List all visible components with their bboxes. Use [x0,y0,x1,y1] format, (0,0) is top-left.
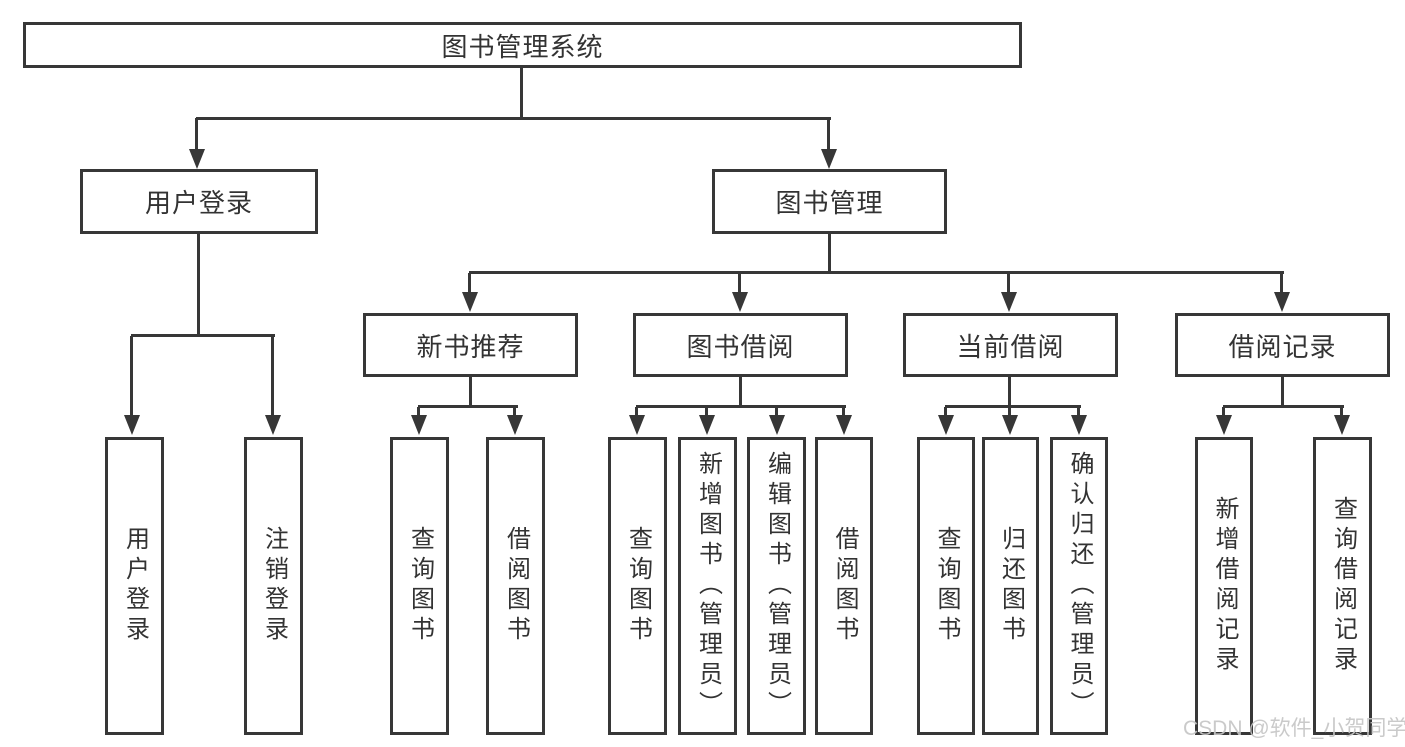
connector-arrow-down [124,336,140,435]
connector-line [636,405,846,408]
connector-arrow-down [265,336,281,435]
leaf-query-books-current: 查询图书 [917,437,975,735]
connector-arrow-down [629,407,645,435]
leaf-query-borrow-record: 查询借阅记录 [1313,437,1372,735]
leaf-borrow-books: 借阅图书 [815,437,873,735]
leaf-confirm-return-admin: 确认归还（管理员） [1050,437,1108,735]
connector-arrow-down [821,118,837,169]
node-current-borrow: 当前借阅 [903,313,1118,377]
node-new-book-recommend: 新书推荐 [363,313,578,377]
connector-arrow-down [1071,407,1087,435]
connector-line [418,405,518,408]
connector-line [469,377,472,408]
leaf-user-login: 用户登录 [105,437,164,735]
connector-arrow-down [1216,407,1232,435]
connector-line [1008,377,1011,408]
leaf-edit-books-admin: 编辑图书（管理员） [747,437,806,735]
connector-arrow-down [699,407,715,435]
connector-arrow-down [1002,407,1018,435]
connector-arrow-down [462,273,478,312]
connector-arrow-down [732,273,748,312]
leaf-query-books-recommend: 查询图书 [390,437,449,735]
node-library-management-system: 图书管理系统 [23,22,1022,68]
leaf-logout: 注销登录 [244,437,303,735]
node-borrow-records: 借阅记录 [1175,313,1390,377]
connector-line [1281,377,1284,408]
connector-arrow-down [1334,407,1350,435]
connector-line [197,234,200,337]
connector-line [469,271,1284,274]
leaf-add-books-admin: 新增图书（管理员） [678,437,737,735]
connector-line [196,117,831,120]
connector-line [520,67,523,119]
leaf-query-books-borrow: 查询图书 [608,437,667,735]
connector-arrow-down [411,407,427,435]
connector-arrow-down [836,407,852,435]
node-user-login: 用户登录 [80,169,318,234]
connector-arrow-down [769,407,785,435]
leaf-add-borrow-record: 新增借阅记录 [1195,437,1253,735]
connector-line [1223,405,1344,408]
connector-line [828,234,831,274]
connector-arrow-down [189,118,205,169]
connector-line [739,377,742,408]
connector-arrow-down [1001,273,1017,312]
connector-arrow-down [1274,273,1290,312]
connector-arrow-down [938,407,954,435]
csdn-watermark: CSDN @软件_小贺同学 [1183,717,1405,740]
connector-arrow-down [507,407,523,435]
connector-line [131,334,275,337]
node-book-borrow: 图书借阅 [633,313,848,377]
node-book-management: 图书管理 [712,169,947,234]
leaf-borrow-books-recommend: 借阅图书 [486,437,545,735]
leaf-return-books: 归还图书 [982,437,1039,735]
connector-line [945,405,1081,408]
